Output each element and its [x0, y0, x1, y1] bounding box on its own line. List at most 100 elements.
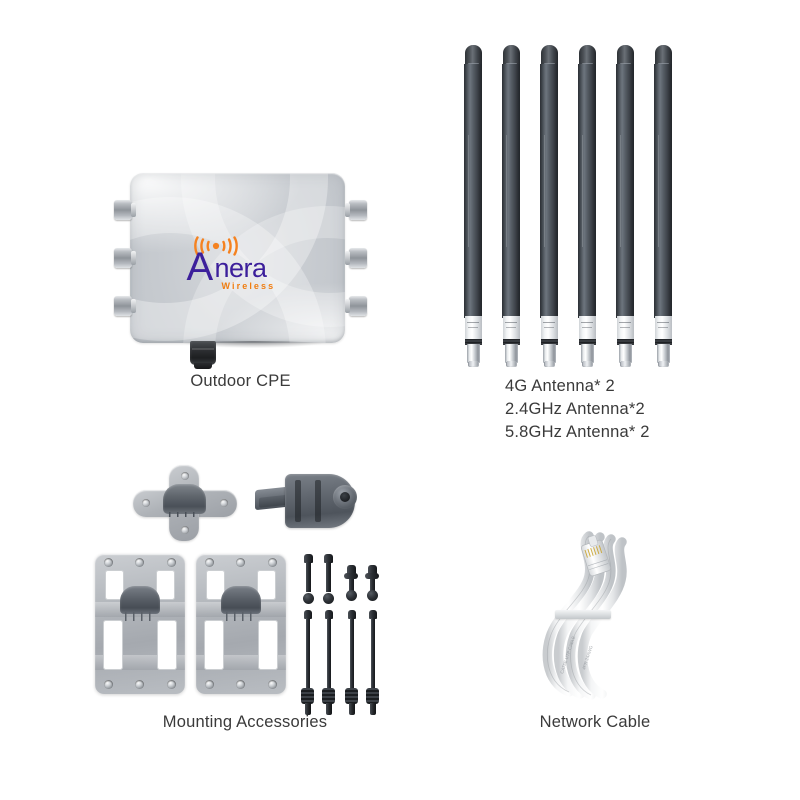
caption-mounting-accessories: Mounting Accessories: [162, 713, 328, 731]
antenna-label: [540, 316, 558, 341]
bracket-hole-tc: [236, 558, 245, 567]
cross-plate-hole-left: [142, 499, 150, 507]
bracket-hole-bl: [205, 680, 214, 689]
mounting-accessories-group: [95, 462, 395, 715]
bracket-slot-top-left: [105, 570, 124, 600]
caption-network-cable: Network Cable: [539, 713, 651, 731]
washer-bolt-1: [344, 565, 358, 601]
cpe-antenna-connector-left-3: [114, 296, 136, 316]
bracket-ball-socket: [221, 586, 261, 614]
antenna-label: [578, 316, 596, 341]
antenna-cap: [464, 45, 482, 66]
cpe-antenna-connector-right-2: [345, 248, 367, 268]
antenna-radome: [654, 64, 672, 318]
cpe-cable-gland: [190, 341, 216, 369]
bolts-and-screws-group: [300, 554, 395, 715]
bolt-shaft: [325, 562, 331, 592]
short-bolt-2: [322, 554, 334, 604]
caption-antenna-4g: 4G Antenna* 2: [505, 377, 615, 395]
bracket-prongs: [125, 612, 155, 621]
antenna-pin: [658, 361, 668, 366]
bolt-shaft: [369, 579, 375, 595]
mounting-bracket-2: [196, 554, 286, 694]
mounting-bracket-1: [95, 554, 185, 694]
antenna-cap: [540, 45, 558, 66]
rj45-connector: [581, 535, 611, 577]
bolt-shaft: [348, 579, 354, 595]
antenna-cap: [578, 45, 596, 66]
antenna-rings: [540, 339, 558, 345]
bracket-slot-bottom-left: [204, 620, 224, 670]
antenna-pin: [620, 361, 630, 366]
cpe-enclosure: A nera Wireless: [130, 173, 345, 343]
bolt-tip: [348, 703, 355, 715]
cross-plate-hole-top: [181, 472, 189, 480]
logo-letter-a: A: [186, 245, 214, 289]
bolt-thread: [301, 688, 314, 704]
antenna-radome: [578, 64, 596, 318]
bracket-hole-tl: [104, 558, 113, 567]
bolt-nut: [345, 590, 357, 601]
antennas-product-group: [452, 45, 682, 367]
antenna-2: [502, 45, 520, 367]
antenna-4: [578, 45, 596, 367]
logo-tagline: Wireless: [221, 281, 276, 291]
antenna-cap: [502, 45, 520, 66]
caption-antenna-58ghz: 5.8GHz Antenna* 2: [505, 423, 650, 441]
bolt-shaft: [305, 618, 310, 690]
antenna-rings: [464, 339, 482, 345]
bolt-shaft: [370, 618, 375, 690]
antenna-cap: [616, 45, 634, 66]
bolt-head: [303, 610, 312, 619]
logo-wordmark: A nera Wireless: [182, 247, 294, 291]
clamp-slot-2: [315, 480, 321, 522]
long-bolt-1: [301, 610, 314, 715]
bolt-shaft: [349, 618, 354, 690]
cpe-base-shadow: [178, 341, 328, 348]
bolt-thread: [322, 688, 335, 704]
cpe-antenna-connector-left-2: [114, 248, 136, 268]
bracket-plate: [196, 554, 286, 694]
antenna-rings: [616, 339, 634, 345]
washer-bolt-2: [365, 565, 379, 601]
antenna-pin: [544, 361, 554, 366]
long-bolt-3: [345, 610, 358, 715]
bracket-hole-bl: [104, 680, 113, 689]
antenna-label: [464, 316, 482, 341]
bracket-hole-tc: [135, 558, 144, 567]
bolt-thread: [345, 688, 358, 704]
antenna-6: [654, 45, 672, 367]
bracket-plate: [95, 554, 185, 694]
antenna-label: [616, 316, 634, 341]
antenna-radome: [540, 64, 558, 318]
bracket-slot-top-left: [206, 570, 225, 600]
bolt-head: [368, 610, 377, 619]
cpe-antenna-connector-right-1: [345, 200, 367, 220]
bolt-shaft: [305, 562, 311, 592]
antenna-1: [464, 45, 482, 367]
cpe-antenna-connector-right-3: [345, 296, 367, 316]
bolt-head: [324, 610, 333, 619]
bracket-slot-top-right: [257, 570, 276, 600]
bracket-slot-bottom-right: [258, 620, 278, 670]
antenna-label: [654, 316, 672, 341]
caption-antenna-24ghz: 2.4GHz Antenna*2: [505, 400, 645, 418]
short-bolt-1: [302, 554, 314, 604]
bolt-shaft: [326, 618, 331, 690]
bolt-head: [303, 554, 313, 563]
clamp-slot-1: [295, 480, 301, 522]
antenna-rings: [502, 339, 520, 345]
bolt-nut: [322, 593, 334, 604]
bolt-nut: [302, 593, 314, 604]
bracket-hole-tr: [167, 558, 176, 567]
antenna-3: [540, 45, 558, 367]
bracket-slot-bottom-left: [103, 620, 123, 670]
bolt-tip: [325, 703, 332, 715]
bracket-hole-tr: [268, 558, 277, 567]
outdoor-cpe-product: A nera Wireless: [108, 165, 373, 380]
cross-mounting-plate: [133, 465, 237, 541]
antenna-radome: [502, 64, 520, 318]
bolt-washer: [344, 573, 358, 579]
bracket-ball-socket: [120, 586, 160, 614]
